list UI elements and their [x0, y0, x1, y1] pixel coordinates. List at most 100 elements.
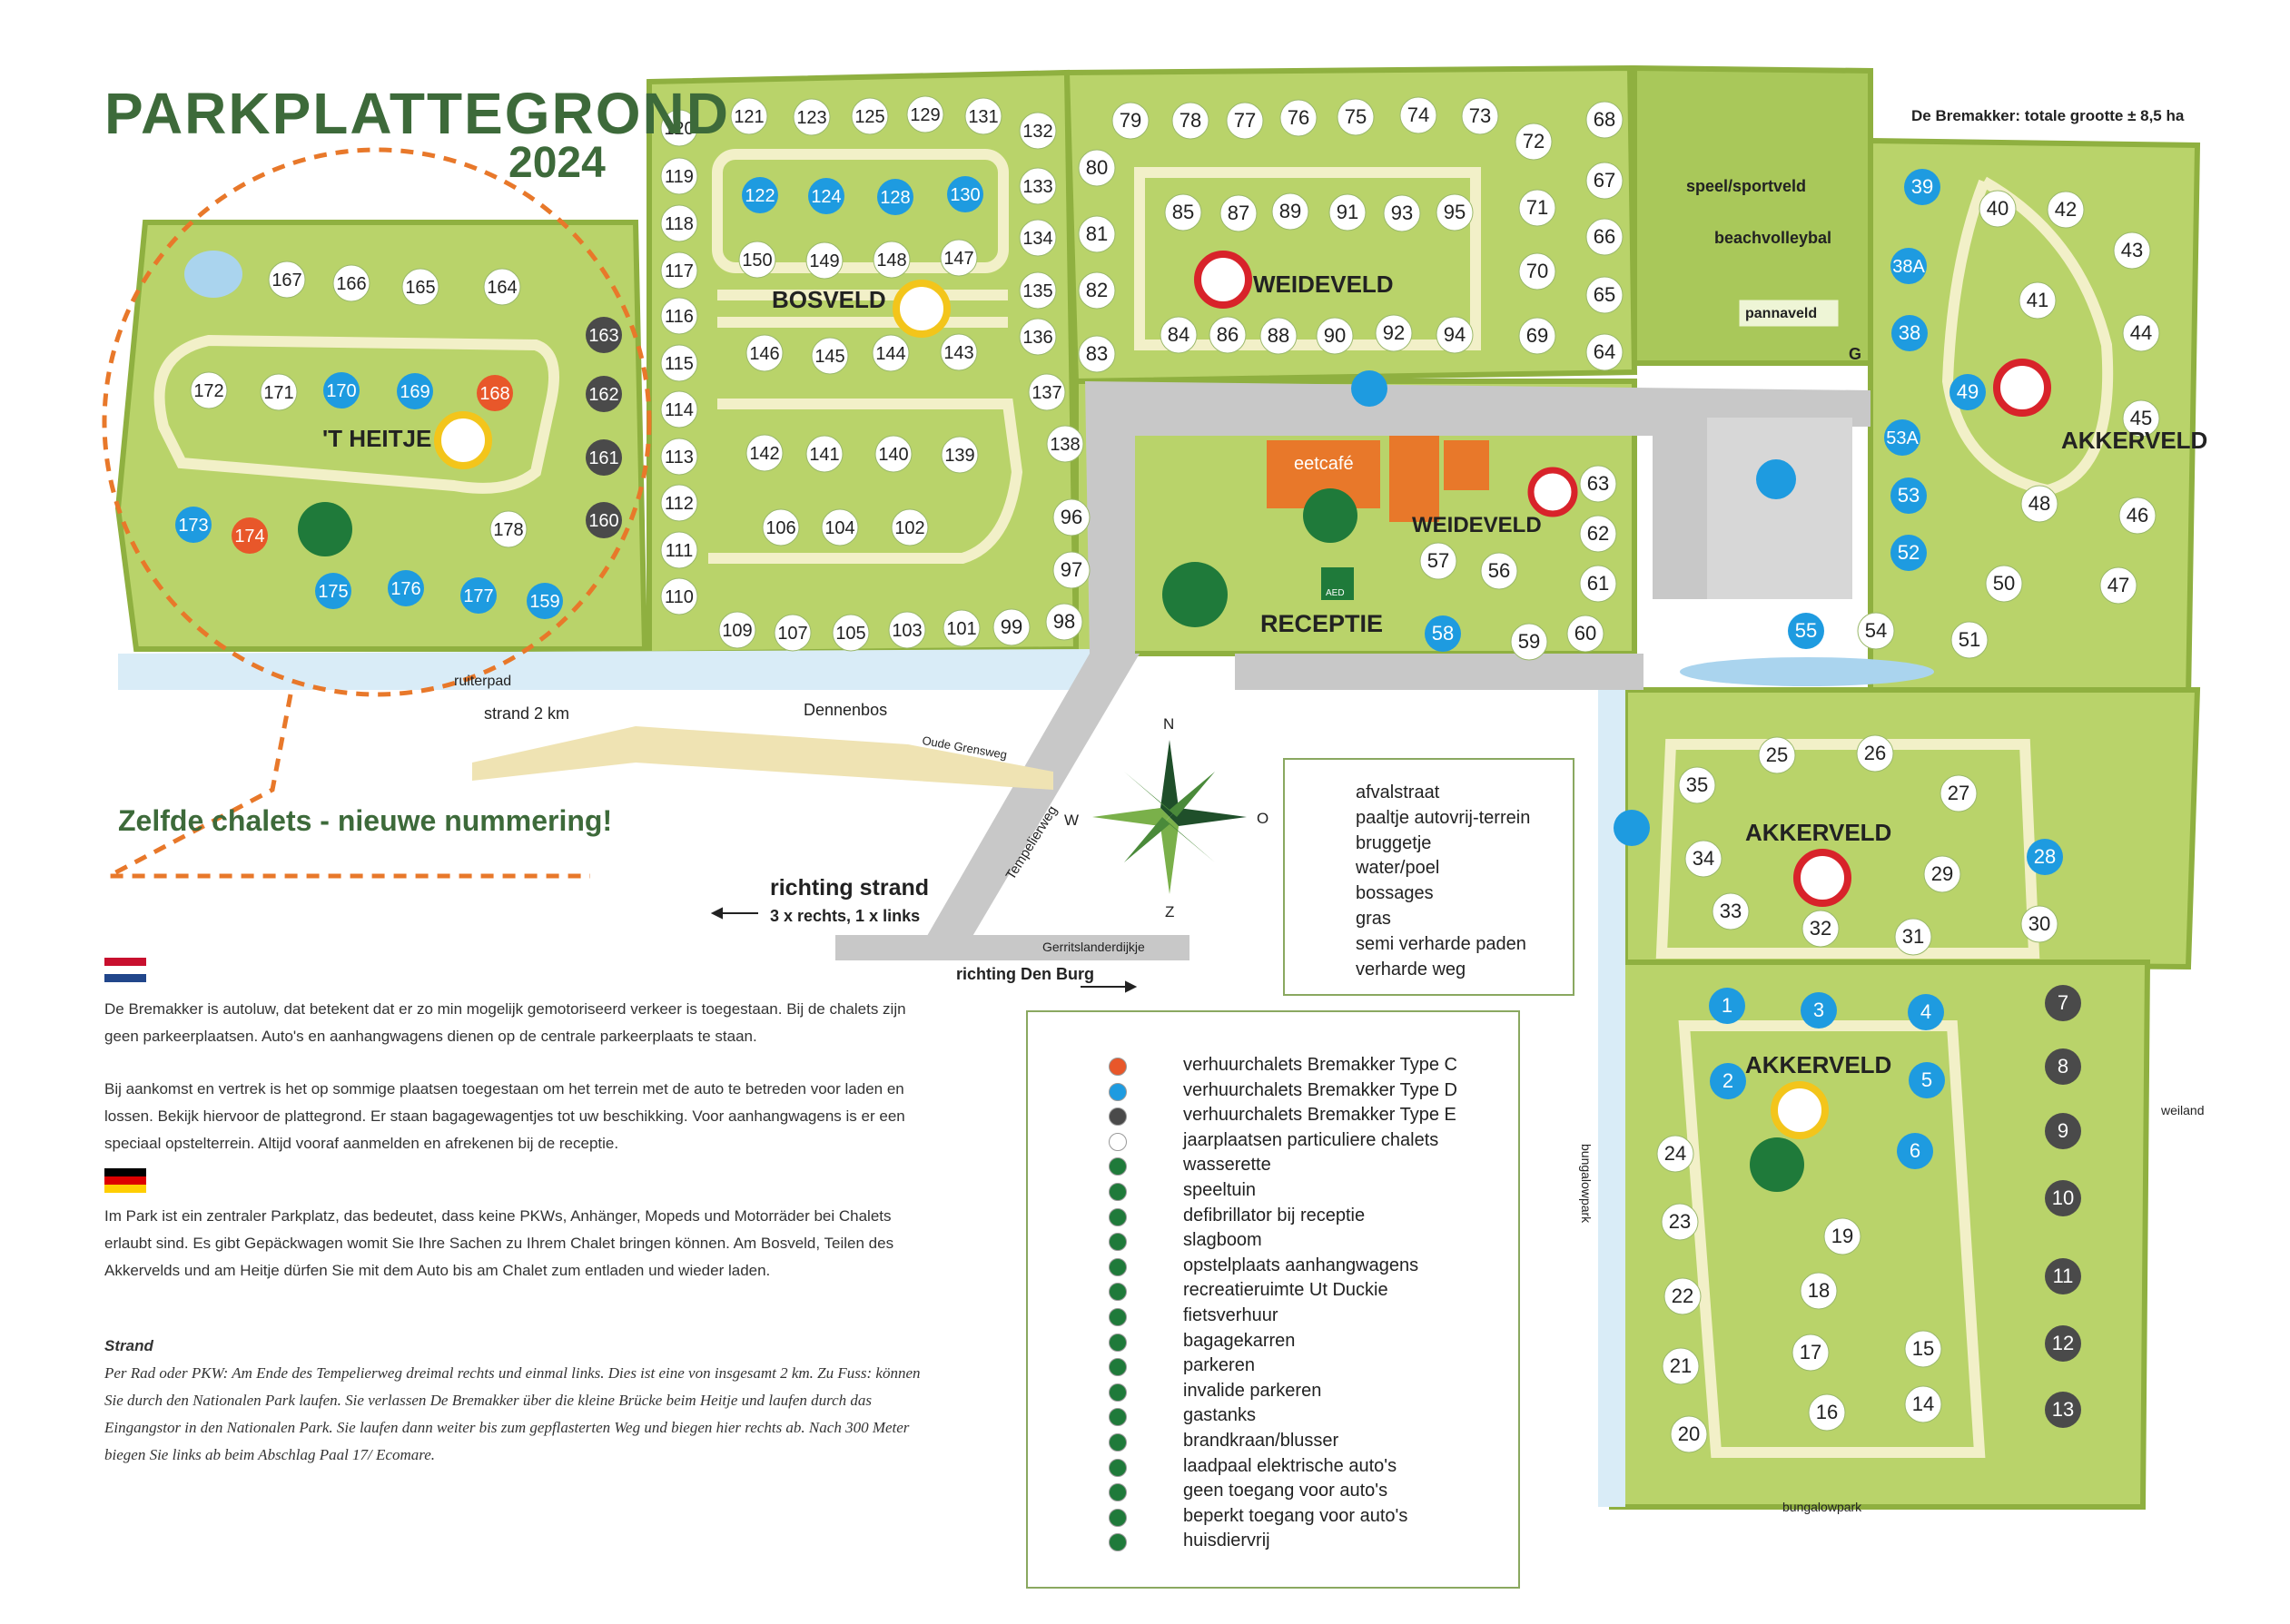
chalet-dot [1712, 892, 1750, 930]
chalet-dot [1950, 621, 1989, 659]
chalet-number: 121 [734, 107, 764, 127]
chalet-marker: 26 [1856, 734, 1894, 773]
chalet-marker: 22 [1663, 1277, 1702, 1315]
chalet-number: 20 [1678, 1422, 1700, 1445]
legend-label: wasserette [1183, 1155, 1271, 1176]
pond-heitje [184, 251, 242, 298]
chalet-marker: 5 [1909, 1062, 1945, 1098]
chalet-number: 148 [876, 251, 906, 271]
chalet-number: 83 [1086, 342, 1108, 365]
chalet-marker: 19 [1823, 1217, 1861, 1255]
chalet-number: 24 [1664, 1142, 1686, 1165]
chalet-dot [586, 439, 622, 476]
chalet-dot [1436, 193, 1474, 231]
chalet-marker: 116 [660, 297, 698, 335]
chalet-number: 25 [1766, 743, 1788, 766]
map-title: PARKPLATTEGROND [104, 81, 730, 146]
chalet-number: 56 [1488, 559, 1510, 582]
chalet-marker: 136 [1019, 318, 1057, 356]
chalet-marker: 169 [397, 373, 433, 409]
chalet-dot [2045, 985, 2081, 1021]
area-akkerveld-south: AKKERVELD [1745, 1051, 1892, 1078]
chalet-dot [1670, 1415, 1708, 1453]
chalet-marker: 146 [745, 334, 784, 372]
chalet-dot [232, 517, 268, 554]
chalet-number: 7 [2058, 991, 2068, 1014]
label-richting-strand: richting strand [770, 875, 930, 901]
chalet-marker: 29 [1923, 855, 1961, 893]
chalet-number: 150 [742, 251, 772, 271]
chalet-number: 44 [2130, 321, 2152, 344]
chalet-number: 22 [1672, 1284, 1693, 1307]
chalet-number: 55 [1795, 619, 1817, 642]
chalet-marker: 147 [940, 239, 978, 277]
chalet-dot [1019, 112, 1057, 150]
chalet-number: 159 [529, 592, 559, 612]
chalet-number: 109 [722, 621, 752, 641]
chalet-marker: 20 [1670, 1415, 1708, 1453]
chalet-dot [1894, 918, 1932, 956]
chalet-dot [1399, 96, 1437, 134]
chalet-marker: 6 [1897, 1133, 1933, 1169]
chalet-marker: 148 [873, 241, 911, 279]
chalet-number: 39 [1911, 175, 1933, 198]
chalet-dot [660, 484, 698, 522]
legend-label: slagboom [1183, 1230, 1262, 1251]
chalet-dot [1052, 498, 1091, 536]
chalet-dot [1510, 623, 1548, 661]
chalet-marker: 63 [1579, 465, 1617, 503]
chalet-marker: 144 [872, 334, 910, 372]
chalet-number: 90 [1324, 324, 1346, 347]
legend-label: gras [1356, 909, 1391, 929]
limited-cars-icon [434, 411, 492, 469]
chalet-marker: 31 [1894, 918, 1932, 956]
chalet-dot [745, 334, 784, 372]
chalet-number: 117 [665, 261, 694, 281]
chalet-dot [1909, 1062, 1945, 1098]
parking-lot [1707, 418, 1852, 599]
chalet-number: 85 [1172, 201, 1194, 223]
chalet-marker: 18 [1800, 1272, 1838, 1310]
chalet-number: 176 [390, 579, 420, 599]
chalet-number: 42 [2055, 198, 2077, 221]
chalet-dot [832, 614, 870, 652]
chalet-dot [1383, 194, 1421, 232]
legend-label: laadpaal elektrische auto's [1183, 1455, 1397, 1476]
trailer-icon [1109, 1257, 1127, 1276]
chalet-marker: 159 [527, 583, 563, 619]
chalet-number: 16 [1816, 1401, 1838, 1423]
chalet-number: 99 [1001, 615, 1022, 638]
pannaveld [1738, 299, 1840, 328]
chalet-dot [660, 204, 698, 242]
chalet-number: 102 [894, 518, 924, 538]
chalet-marker: 165 [401, 268, 439, 306]
chalet-dot [1518, 189, 1556, 227]
chalet-number: 146 [749, 344, 779, 364]
chalet-number: 34 [1693, 847, 1714, 870]
type-d-icon [1109, 1082, 1127, 1101]
chalet-dot [947, 176, 983, 212]
chalet-number: 111 [666, 541, 693, 561]
road-entry-south [1235, 654, 1643, 690]
text-nl-p1: De Bremakker is autoluw, dat betekent da… [104, 1000, 906, 1045]
chalet-marker: 46 [2118, 497, 2157, 535]
aed-label: AED [1326, 588, 1345, 598]
beach-path [472, 726, 1053, 790]
chalet-number: 52 [1898, 541, 1920, 564]
chalet-dot [2122, 314, 2160, 352]
chalet-dot [1045, 603, 1083, 641]
chalet-dot [742, 177, 778, 213]
chalet-number: 167 [271, 271, 301, 290]
chalet-marker: 141 [805, 435, 844, 473]
chalet-marker: 33 [1712, 892, 1750, 930]
chalet-marker: 10 [2045, 1180, 2081, 1216]
type-e-icon [1109, 1107, 1127, 1127]
chalet-marker: 40 [1979, 190, 2017, 228]
chalet-number: 51 [1959, 628, 1980, 651]
chalet-number: 116 [665, 307, 694, 327]
chalet-number: 58 [1432, 622, 1454, 645]
chalet-dot [738, 241, 776, 279]
chalet-dot [388, 570, 424, 606]
